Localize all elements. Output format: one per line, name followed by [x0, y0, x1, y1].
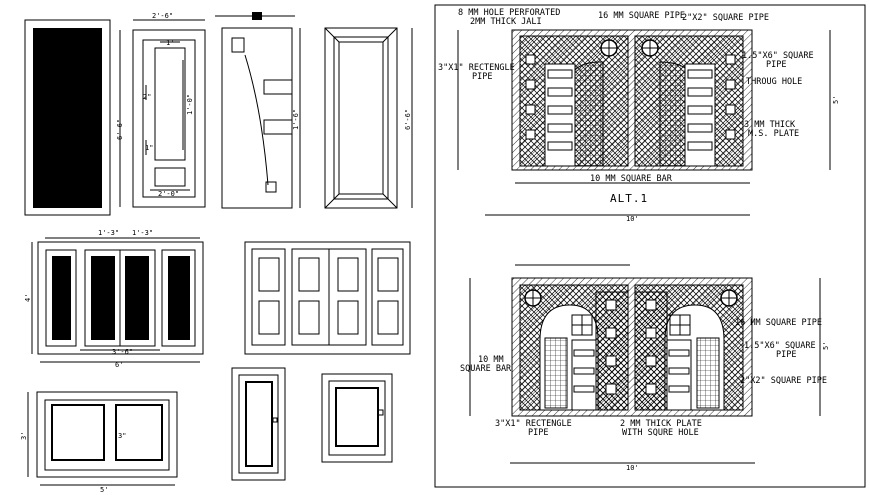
panel-door-elevation: 2'-6" 1' 6'-6" 1'-0" 2" 1" 2'-0": [116, 12, 206, 208]
g1-sq16-label: 16 MM SQUARE PIPE: [598, 11, 685, 21]
panel-height-dim: 6'-6": [116, 119, 124, 140]
window-height-dim: 4': [24, 294, 32, 302]
panel-width-dim: 2'-6": [152, 12, 173, 20]
frame-door-elevation: 6'-6": [324, 27, 413, 209]
window-small-width: 5': [100, 486, 108, 494]
window-small-height: 3': [20, 432, 28, 440]
narrow-door: [231, 367, 286, 481]
svg-text:1'-6": 1'-6": [292, 109, 300, 130]
window-seg1: 1'-3": [98, 229, 119, 237]
window-black-row: 1'-3" 1'-3" 3'-6" 6' 4': [24, 229, 204, 369]
g1-width-dim: 10': [626, 215, 639, 223]
window-panel-row: [244, 241, 411, 355]
frame-door-height: 6'-6": [404, 109, 412, 130]
gate-sheet-border: [434, 4, 866, 488]
square-window: [321, 373, 393, 463]
alt-label: ALT.1: [610, 192, 648, 205]
window-small: 5' 3' 3": [20, 391, 178, 494]
window-mid-dim: 3'-6": [112, 348, 133, 356]
window-total-dim: 6': [115, 361, 123, 369]
window-small-dim: 3": [118, 432, 126, 440]
g1-height-dim: 5': [832, 96, 840, 104]
panel-side-dim: 2": [143, 93, 151, 101]
g1-sq2x2-label: 2"X2" SQUARE PIPE: [682, 13, 769, 23]
window-seg2: 1'-3": [132, 229, 153, 237]
g2-height-dim: 5': [822, 342, 830, 350]
door-section-elevation: 1'-6": [215, 12, 301, 209]
g2-width-dim: 10': [626, 464, 639, 472]
panel-frame-dim: 1": [145, 144, 153, 152]
g1-bar-label: 10 MM SQUARE BAR: [590, 174, 673, 184]
panel-bottom-dim: 2'-0": [158, 190, 179, 198]
panel-inner-dim: 1': [166, 39, 174, 47]
g2-sq16-label: 16 MM SQUARE PIPE: [735, 318, 822, 328]
panel-mid-dim: 1'-0": [186, 94, 194, 115]
g1-through-label: THROUG HOLE: [746, 77, 802, 87]
g2-sq2x2-label: 2"X2" SQUARE PIPE: [740, 376, 827, 386]
solid-door-elevation: [24, 19, 111, 216]
